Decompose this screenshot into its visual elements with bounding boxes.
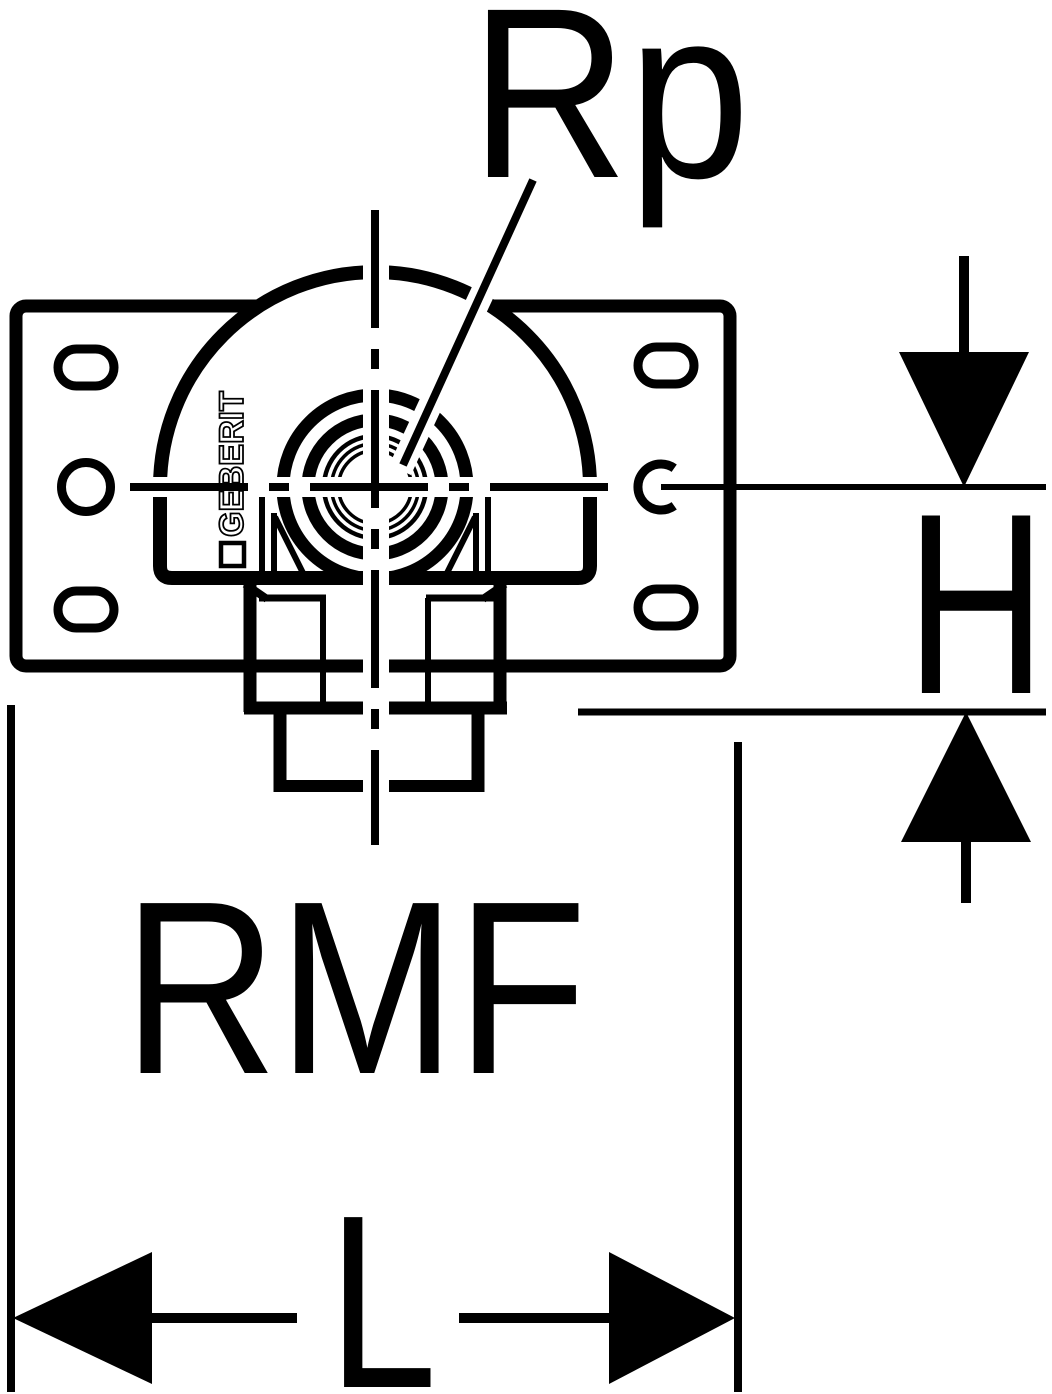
- rp-label: Rp: [470, 0, 750, 229]
- l-arrow-right-icon: [609, 1252, 735, 1384]
- geberit-brand-mark: GEBERIT: [212, 390, 252, 569]
- l-arrow-left-icon: [13, 1252, 152, 1384]
- plate-round-hole-left: [57, 458, 115, 516]
- geberit-brand-text: GEBERIT: [213, 391, 251, 537]
- centerlines: [130, 210, 626, 845]
- plate-slot-hole-bottom-left: [53, 586, 119, 633]
- plate-round-hole-right: [633, 459, 677, 515]
- plate-slot-hole-top-right: [633, 342, 699, 389]
- plate-slot-hole-bottom-right: [633, 584, 699, 631]
- rp-leader-line: [399, 178, 537, 467]
- h-arrow-up-icon: [901, 712, 1031, 842]
- l-dimension: L: [7, 705, 742, 1394]
- h-arrow-down-icon: [899, 352, 1029, 487]
- plate-slot-hole-top-left: [53, 344, 119, 391]
- h-dimension-label: H: [906, 459, 1046, 748]
- geberit-logo-square-icon: [218, 540, 247, 569]
- rmf-label: RMF: [123, 850, 587, 1126]
- rp-callout: Rp: [399, 0, 750, 467]
- dome-inner-wings: [259, 497, 491, 577]
- h-dimension: H: [578, 256, 1046, 903]
- l-dimension-label: L: [328, 1164, 437, 1394]
